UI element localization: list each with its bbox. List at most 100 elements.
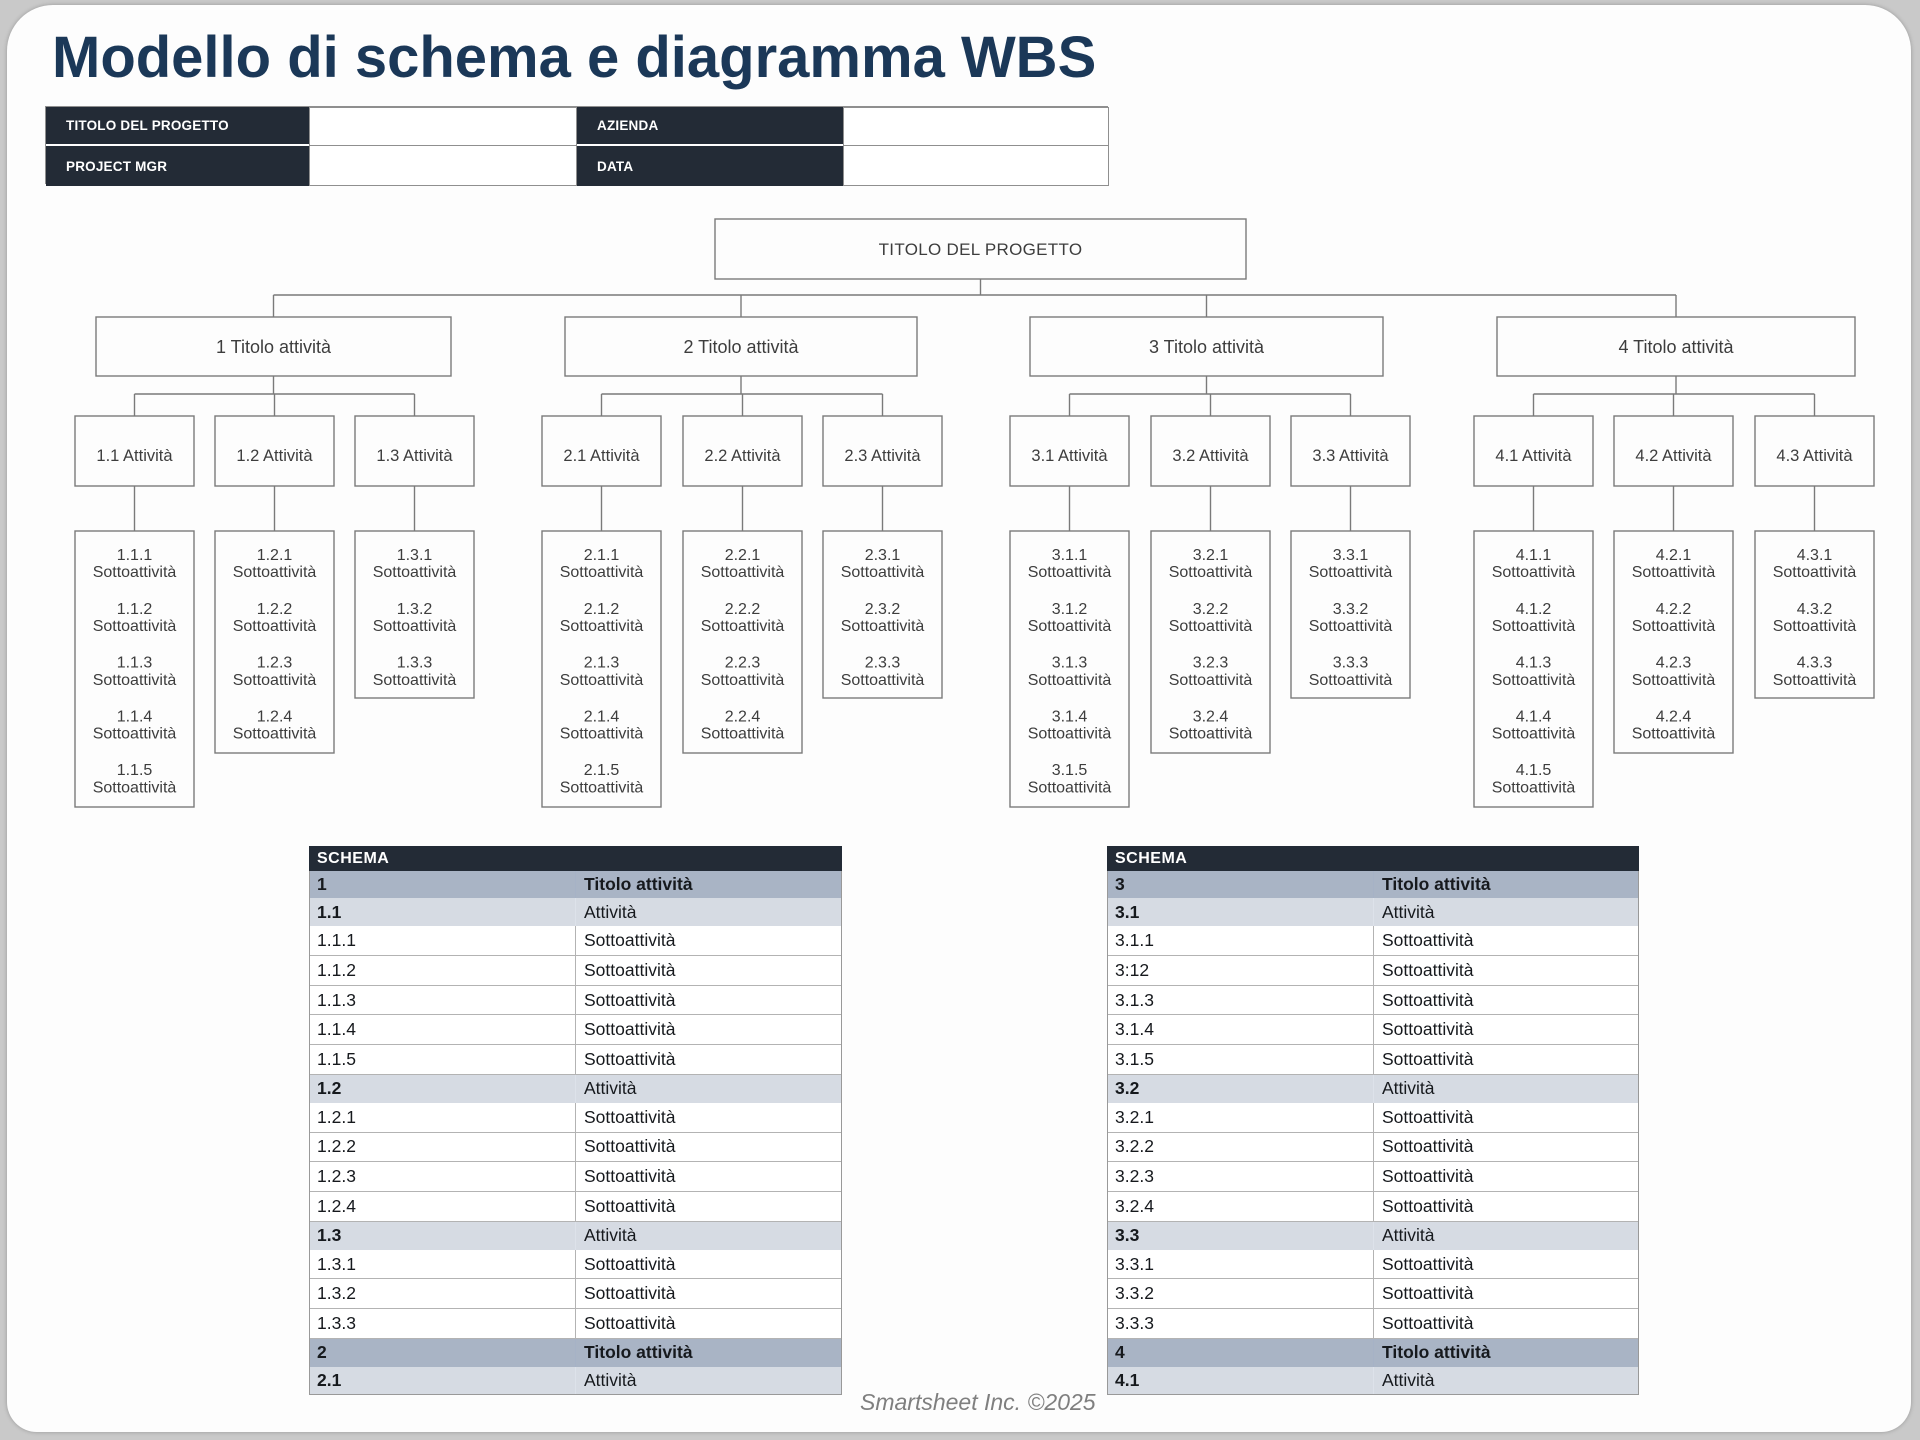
svg-text:TITOLO DEL PROGETTO: TITOLO DEL PROGETTO <box>879 240 1083 259</box>
svg-text:1.1.5: 1.1.5 <box>117 762 153 779</box>
svg-text:Sottoattività: Sottoattività <box>1492 779 1576 796</box>
svg-text:Sottoattività: Sottoattività <box>701 618 785 635</box>
svg-text:Sottoattività: Sottoattività <box>560 726 644 743</box>
svg-text:Sottoattività: Sottoattività <box>93 672 177 689</box>
svg-text:Sottoattività: Sottoattività <box>701 726 785 743</box>
svg-text:Sottoattività: Sottoattività <box>233 618 317 635</box>
svg-text:Sottoattività: Sottoattività <box>233 726 317 743</box>
svg-text:1.2 Attività: 1.2 Attività <box>236 447 313 465</box>
svg-text:4.1.2: 4.1.2 <box>1516 601 1552 618</box>
svg-text:Sottoattività: Sottoattività <box>93 779 177 796</box>
svg-text:3.2 Attività: 3.2 Attività <box>1172 447 1249 465</box>
svg-text:1.2.4: 1.2.4 <box>257 708 293 725</box>
svg-text:3.3.3: 3.3.3 <box>1333 655 1369 672</box>
svg-text:4.2.2: 4.2.2 <box>1656 601 1692 618</box>
svg-text:Sottoattività: Sottoattività <box>1632 618 1716 635</box>
svg-text:3.3 Attività: 3.3 Attività <box>1312 447 1389 465</box>
svg-text:Sottoattività: Sottoattività <box>93 618 177 635</box>
svg-text:2.2.1: 2.2.1 <box>725 547 761 564</box>
svg-text:2.2 Attività: 2.2 Attività <box>704 447 781 465</box>
svg-text:2 Titolo attività: 2 Titolo attività <box>683 337 799 357</box>
svg-text:Sottoattività: Sottoattività <box>1773 564 1857 581</box>
svg-text:1.3.2: 1.3.2 <box>397 601 433 618</box>
svg-text:Sottoattività: Sottoattività <box>701 564 785 581</box>
svg-text:Sottoattività: Sottoattività <box>1028 726 1112 743</box>
svg-text:2.3.3: 2.3.3 <box>865 655 901 672</box>
svg-text:3.3.1: 3.3.1 <box>1333 547 1369 564</box>
svg-text:1.1 Attività: 1.1 Attività <box>96 447 173 465</box>
svg-text:1.3.1: 1.3.1 <box>397 547 433 564</box>
svg-text:1.2.2: 1.2.2 <box>257 601 293 618</box>
svg-text:Sottoattività: Sottoattività <box>1028 779 1112 796</box>
svg-text:Sottoattività: Sottoattività <box>560 618 644 635</box>
svg-text:4.2.3: 4.2.3 <box>1656 655 1692 672</box>
svg-text:2.1.4: 2.1.4 <box>584 708 620 725</box>
svg-text:4.3.2: 4.3.2 <box>1797 601 1833 618</box>
svg-text:3.1 Attività: 3.1 Attività <box>1031 447 1108 465</box>
svg-text:Sottoattività: Sottoattività <box>1028 672 1112 689</box>
svg-text:2.3 Attività: 2.3 Attività <box>844 447 921 465</box>
svg-text:1.1.2: 1.1.2 <box>117 601 153 618</box>
svg-text:Sottoattività: Sottoattività <box>701 672 785 689</box>
svg-text:4.1.1: 4.1.1 <box>1516 547 1552 564</box>
svg-text:3.1.4: 3.1.4 <box>1052 708 1088 725</box>
svg-text:Sottoattività: Sottoattività <box>1632 672 1716 689</box>
svg-text:Sottoattività: Sottoattività <box>1309 564 1393 581</box>
svg-text:4.1.5: 4.1.5 <box>1516 762 1552 779</box>
svg-text:3.2.2: 3.2.2 <box>1193 601 1229 618</box>
svg-text:3.2.3: 3.2.3 <box>1193 655 1229 672</box>
svg-text:1.1.4: 1.1.4 <box>117 708 153 725</box>
svg-text:4.1.3: 4.1.3 <box>1516 655 1552 672</box>
svg-text:4.3 Attività: 4.3 Attività <box>1776 447 1853 465</box>
svg-text:3 Titolo attività: 3 Titolo attività <box>1149 337 1265 357</box>
svg-text:3.2.4: 3.2.4 <box>1193 708 1229 725</box>
svg-text:4.2.4: 4.2.4 <box>1656 708 1692 725</box>
svg-text:2.2.4: 2.2.4 <box>725 708 761 725</box>
svg-text:4.3.3: 4.3.3 <box>1797 655 1833 672</box>
svg-text:Sottoattività: Sottoattività <box>841 618 925 635</box>
svg-text:1.3 Attività: 1.3 Attività <box>376 447 453 465</box>
svg-text:Sottoattività: Sottoattività <box>233 564 317 581</box>
svg-text:Sottoattività: Sottoattività <box>373 618 457 635</box>
svg-text:Sottoattività: Sottoattività <box>1169 564 1253 581</box>
svg-text:3.3.2: 3.3.2 <box>1333 601 1369 618</box>
svg-text:Sottoattività: Sottoattività <box>841 672 925 689</box>
svg-text:Sottoattività: Sottoattività <box>560 672 644 689</box>
svg-text:4.3.1: 4.3.1 <box>1797 547 1833 564</box>
svg-text:Sottoattività: Sottoattività <box>1169 618 1253 635</box>
svg-text:Sottoattività: Sottoattività <box>560 779 644 796</box>
svg-text:3.2.1: 3.2.1 <box>1193 547 1229 564</box>
svg-text:Sottoattività: Sottoattività <box>373 672 457 689</box>
svg-text:Sottoattività: Sottoattività <box>233 672 317 689</box>
svg-text:Sottoattività: Sottoattività <box>1492 672 1576 689</box>
svg-text:2.2.2: 2.2.2 <box>725 601 761 618</box>
svg-text:Sottoattività: Sottoattività <box>1632 726 1716 743</box>
svg-text:1.3.3: 1.3.3 <box>397 655 433 672</box>
svg-text:4.2.1: 4.2.1 <box>1656 547 1692 564</box>
svg-text:Sottoattività: Sottoattività <box>1773 672 1857 689</box>
svg-text:Sottoattività: Sottoattività <box>93 564 177 581</box>
svg-text:3.1.2: 3.1.2 <box>1052 601 1088 618</box>
svg-text:Sottoattività: Sottoattività <box>1492 564 1576 581</box>
svg-text:4 Titolo attività: 4 Titolo attività <box>1618 337 1734 357</box>
svg-text:2.3.1: 2.3.1 <box>865 547 901 564</box>
svg-text:3.1.3: 3.1.3 <box>1052 655 1088 672</box>
svg-text:2.1 Attività: 2.1 Attività <box>563 447 640 465</box>
svg-text:Sottoattività: Sottoattività <box>1492 726 1576 743</box>
svg-text:Sottoattività: Sottoattività <box>841 564 925 581</box>
svg-text:4.2 Attività: 4.2 Attività <box>1635 447 1712 465</box>
svg-text:Sottoattività: Sottoattività <box>1169 672 1253 689</box>
svg-text:2.1.1: 2.1.1 <box>584 547 620 564</box>
svg-text:1.2.1: 1.2.1 <box>257 547 293 564</box>
svg-text:1 Titolo attività: 1 Titolo attività <box>216 337 332 357</box>
svg-text:2.1.2: 2.1.2 <box>584 601 620 618</box>
svg-text:1.1.3: 1.1.3 <box>117 655 153 672</box>
svg-text:Sottoattività: Sottoattività <box>1309 618 1393 635</box>
svg-text:4.1.4: 4.1.4 <box>1516 708 1552 725</box>
svg-text:3.1.5: 3.1.5 <box>1052 762 1088 779</box>
svg-text:Sottoattività: Sottoattività <box>1309 672 1393 689</box>
svg-text:Sottoattività: Sottoattività <box>93 726 177 743</box>
svg-text:2.2.3: 2.2.3 <box>725 655 761 672</box>
svg-text:Sottoattività: Sottoattività <box>1632 564 1716 581</box>
svg-text:1.1.1: 1.1.1 <box>117 547 153 564</box>
